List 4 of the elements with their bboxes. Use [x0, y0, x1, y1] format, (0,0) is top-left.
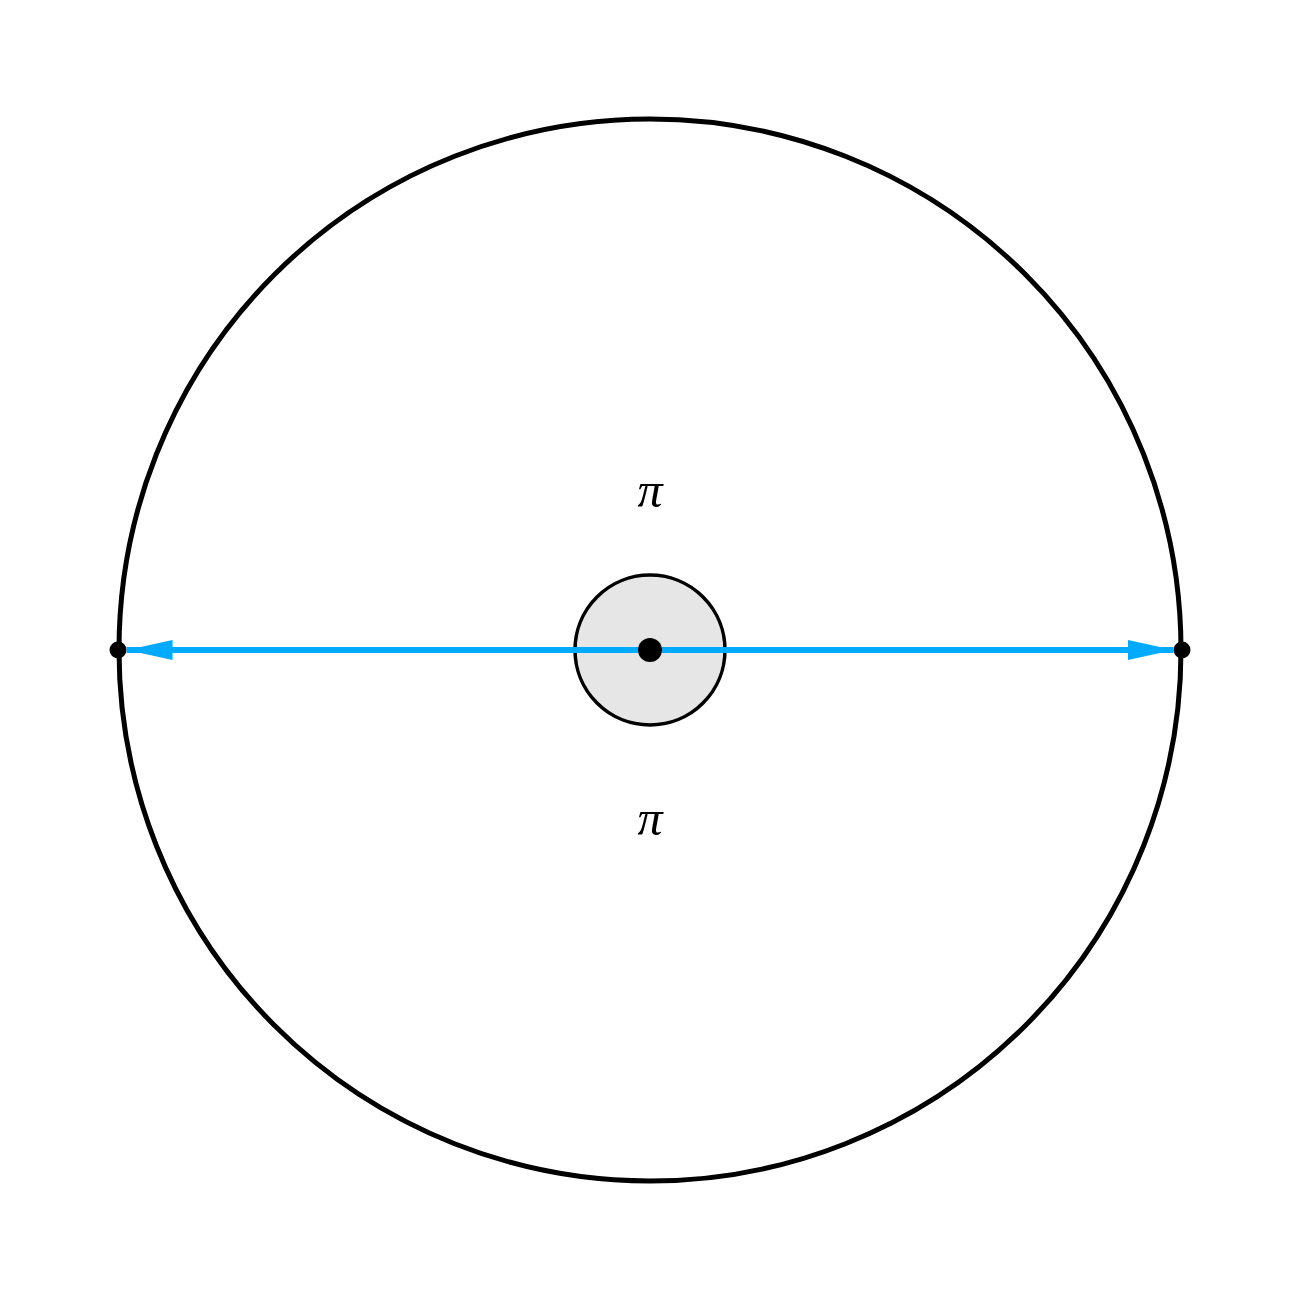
pi-label: π [637, 793, 663, 843]
arrow [126, 640, 638, 660]
pi-label: π [637, 465, 663, 515]
arrow [662, 640, 1174, 660]
